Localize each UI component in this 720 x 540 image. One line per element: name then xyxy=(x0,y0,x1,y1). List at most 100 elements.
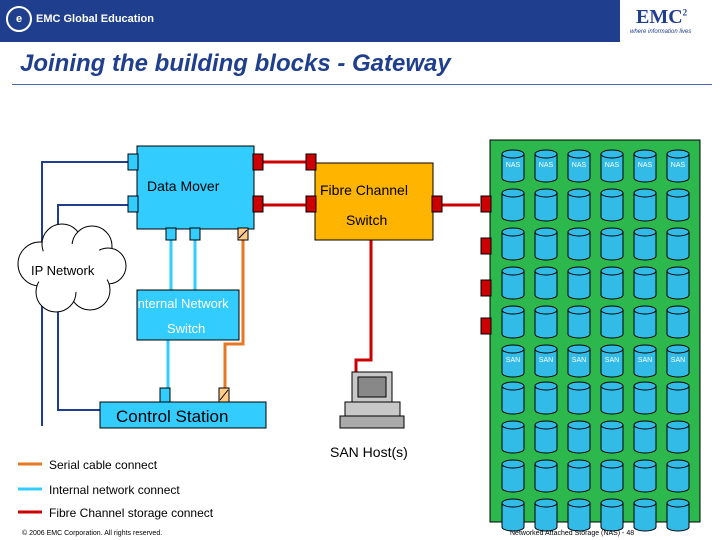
header-bar xyxy=(0,0,720,42)
disk-drive: SAN xyxy=(534,344,558,378)
internal-switch-label-2: Switch xyxy=(167,321,206,336)
disk-drive: SAN xyxy=(666,344,690,378)
disk-drive xyxy=(600,305,624,339)
disk-drive xyxy=(633,420,657,454)
disk-drive xyxy=(567,266,591,300)
internal-switch-box xyxy=(136,289,240,341)
data-mover-box xyxy=(136,145,255,230)
disk-drive xyxy=(534,420,558,454)
page-number: Networked Attached Storage (NAS) - 48 xyxy=(510,530,635,537)
emc-globe-icon: e xyxy=(6,6,32,32)
disk-label: NAS xyxy=(572,162,587,169)
disk-drive xyxy=(501,498,525,532)
logo-panel xyxy=(620,0,720,42)
disk-drive xyxy=(567,188,591,222)
disk-drive xyxy=(534,188,558,222)
disk-drive xyxy=(567,459,591,493)
legend-serial: Serial cable connect xyxy=(49,458,158,472)
internal-switch-label-1: Internal Network xyxy=(134,296,229,311)
disk-drive xyxy=(633,498,657,532)
control-station-box xyxy=(99,401,267,429)
disk-drive xyxy=(501,459,525,493)
disk-drive xyxy=(567,498,591,532)
disk-drive xyxy=(633,227,657,261)
san-host-label: SAN Host(s) xyxy=(330,444,408,460)
disk-drive xyxy=(600,381,624,415)
disk-drive xyxy=(600,420,624,454)
disk-label: NAS xyxy=(506,162,521,169)
disk-drive xyxy=(666,188,690,222)
disk-drive xyxy=(534,227,558,261)
brand-text: EMC Global Education xyxy=(36,13,154,25)
disk-drive: SAN xyxy=(600,344,624,378)
disk-label: SAN xyxy=(605,357,619,364)
disk-drive xyxy=(600,188,624,222)
disk-drive xyxy=(501,305,525,339)
data-mover-label: Data Mover xyxy=(147,178,220,194)
legend-fc: Fibre Channel storage connect xyxy=(49,506,214,520)
disk-drive xyxy=(633,266,657,300)
disk-drive: NAS xyxy=(567,149,591,183)
ip-network-label: IP Network xyxy=(31,263,95,278)
dm-link-top xyxy=(41,161,130,426)
fc-switch-box xyxy=(314,162,434,241)
disk-drive: SAN xyxy=(501,344,525,378)
disk-drive xyxy=(501,227,525,261)
ip-network-cloud xyxy=(17,223,127,313)
disk-label: NAS xyxy=(638,162,653,169)
disk-label: NAS xyxy=(539,162,554,169)
copyright: © 2006 EMC Corporation. All rights reser… xyxy=(22,530,163,537)
disk-drive xyxy=(666,459,690,493)
disk-label: SAN xyxy=(638,357,652,364)
disk-drive: SAN xyxy=(633,344,657,378)
control-station-label: Control Station xyxy=(116,407,229,426)
disk-drive xyxy=(633,381,657,415)
disk-drive: NAS xyxy=(501,149,525,183)
disk-drive xyxy=(501,266,525,300)
disk-drive xyxy=(666,498,690,532)
disk-drive xyxy=(600,498,624,532)
disk-drive: SAN xyxy=(567,344,591,378)
disk-drive xyxy=(534,266,558,300)
disk-drive xyxy=(600,227,624,261)
disk-drive xyxy=(666,305,690,339)
disk-drive xyxy=(534,305,558,339)
brand-area: e EMC Global Education xyxy=(6,4,154,34)
emc-logo: EMC2 xyxy=(636,6,688,28)
disk-drive xyxy=(534,498,558,532)
array-fc-port xyxy=(480,195,492,213)
emc-tagline: where information lives xyxy=(630,29,692,35)
array-fc-port xyxy=(480,279,492,297)
array-fc-port xyxy=(480,317,492,335)
disk-drive: NAS xyxy=(666,149,690,183)
disk-drive xyxy=(666,227,690,261)
disk-drive xyxy=(534,381,558,415)
array-fc-port xyxy=(480,237,492,255)
san-host-computer-icon xyxy=(339,371,405,429)
disk-label: SAN xyxy=(506,357,520,364)
disk-drive xyxy=(501,420,525,454)
fc-switch-label-1: Fibre Channel xyxy=(320,182,408,198)
disk-drive xyxy=(633,459,657,493)
disk-label: NAS xyxy=(671,162,686,169)
disk-drive xyxy=(567,305,591,339)
disk-drive: NAS xyxy=(600,149,624,183)
disk-drive xyxy=(600,266,624,300)
storage-array: NAS NAS NAS NAS NAS NAS SAN SAN SAN SAN SAN SAN xyxy=(480,139,701,532)
disk-drive: NAS xyxy=(633,149,657,183)
title-divider xyxy=(12,84,712,85)
disk-drive xyxy=(666,381,690,415)
disk-drive xyxy=(666,420,690,454)
disk-drive xyxy=(567,420,591,454)
disk-drive xyxy=(501,381,525,415)
disk-drive xyxy=(567,227,591,261)
disk-drive xyxy=(567,381,591,415)
disk-drive xyxy=(633,188,657,222)
disk-drive xyxy=(501,188,525,222)
page-title: Joining the building blocks - Gateway xyxy=(20,50,451,77)
disk-drive: NAS xyxy=(534,149,558,183)
fc-switch-label-2: Switch xyxy=(346,212,388,228)
disk-label: SAN xyxy=(572,357,586,364)
disk-drive xyxy=(534,459,558,493)
